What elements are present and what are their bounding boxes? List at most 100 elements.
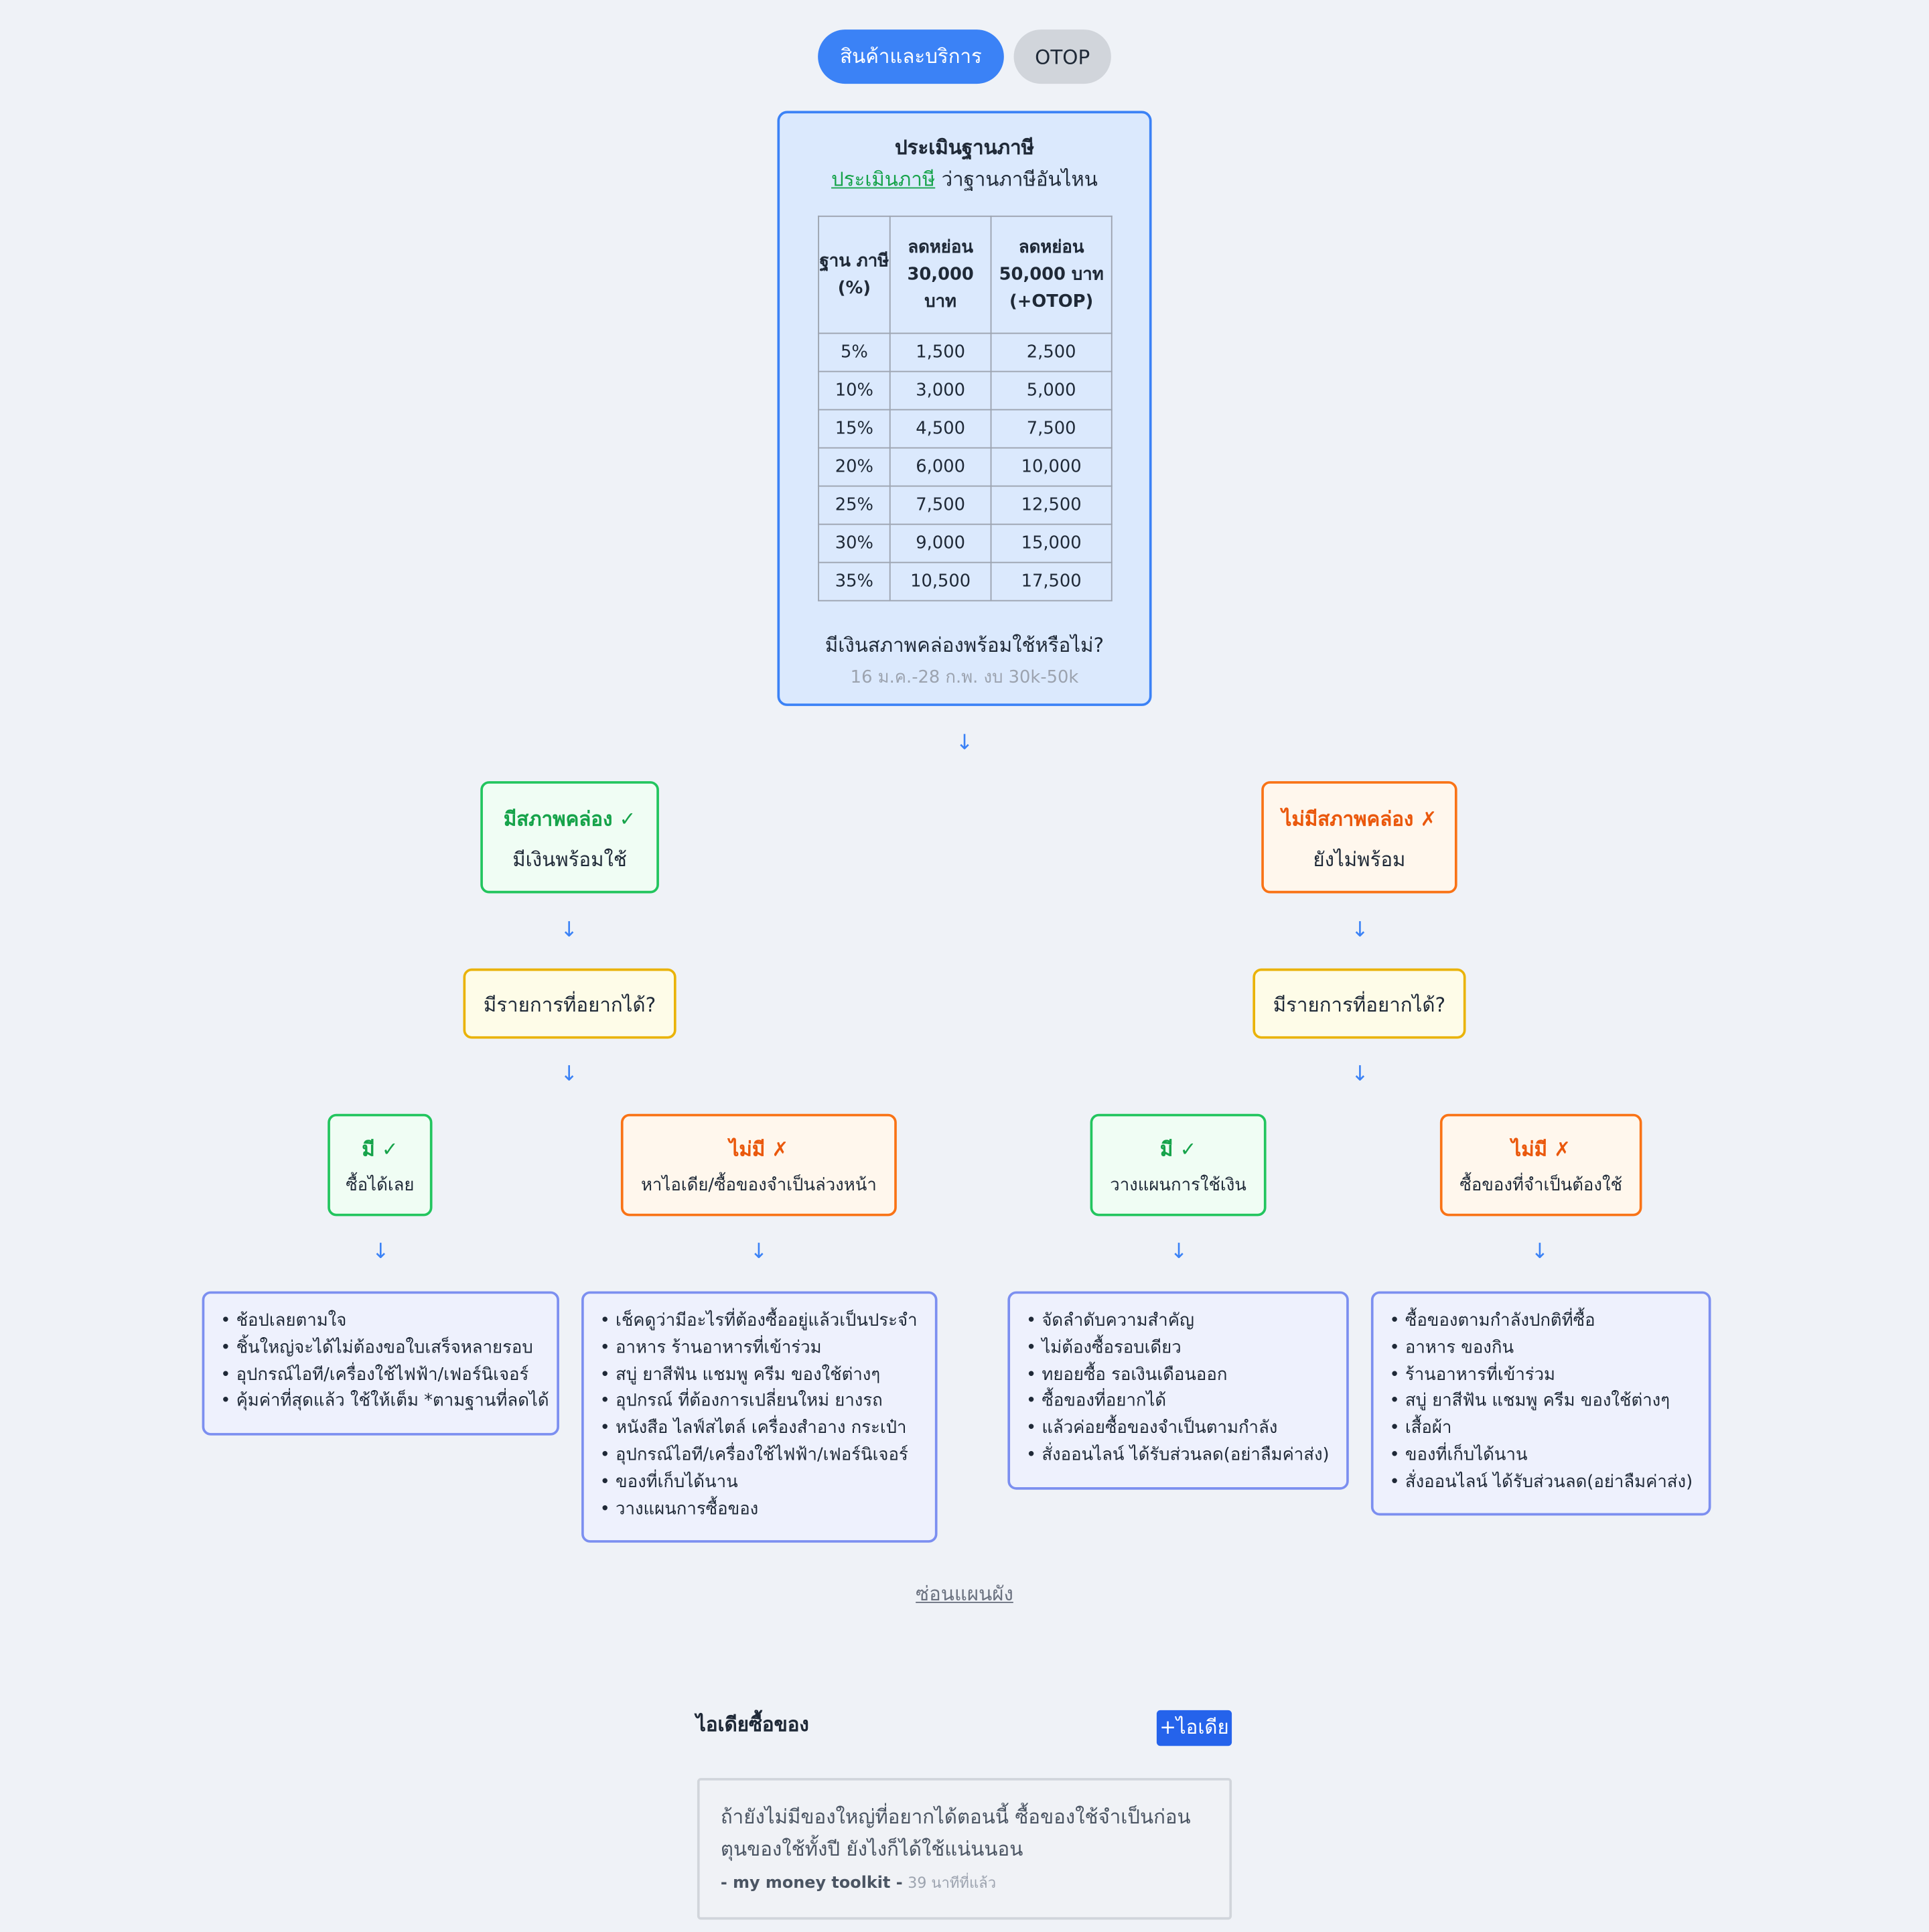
list-buy-essentials-tips: ซื้อของตามกำลังปกติที่ซื้อ อาหาร ของกิน … — [1370, 1291, 1711, 1516]
list-item: ชิ้นใหญ่จะได้ไม่ต้องขอใบเสร็จหลายรอบ — [220, 1335, 557, 1362]
node-question-text: มีรายการที่อยากได้? — [483, 993, 656, 1017]
node-subtitle: มีเงินพร้อมใช้ — [512, 847, 627, 872]
tax-assessment-box: ประเมินฐานภาษี ประเมินภาษี ว่าฐานภาษีอัน… — [777, 111, 1152, 706]
assessment-title: ประเมินฐานภาษี — [894, 135, 1035, 159]
list-item: จัดลำดับความสำคัญ — [1026, 1308, 1346, 1335]
table-row: 25% 7,500 12,500 — [818, 485, 1113, 525]
node-has-wishlist-buy-now: มี ✓ ซื้อได้เลย — [328, 1113, 433, 1217]
idea-author: - my money toolkit - — [720, 1874, 903, 1893]
node-wishlist-question-left: มีรายการที่อยากได้? — [463, 968, 676, 1039]
node-title: มี ✓ — [1159, 1137, 1197, 1161]
col-header-tax-rate: ฐาน ภาษี (%) — [818, 215, 891, 334]
list-item: อุปกรณ์ไอที/เครื่องใช้ไฟฟ้า/เฟอร์นิเจอร์ — [220, 1363, 557, 1389]
table-cell: 12,500 — [990, 485, 1113, 525]
hide-diagram-link[interactable]: ซ่อนแผนผัง — [916, 1582, 1013, 1606]
table-row: 20% 6,000 10,000 — [818, 447, 1113, 487]
table-row: 15% 4,500 7,500 — [818, 409, 1113, 449]
list-item: ซื้อของที่อยากได้ — [1026, 1389, 1346, 1416]
list-item: ร้านอาหารที่เข้าร่วม — [1389, 1363, 1708, 1389]
table-header-row: ฐาน ภาษี (%) ลดหย่อน 30,000 บาท ลดหย่อน … — [818, 215, 1113, 334]
table-row: 5% 1,500 2,500 — [818, 332, 1113, 372]
list-item: หนังสือ ไลฟ์สไตล์ เครื่องสำอาง กระเป๋า — [600, 1416, 935, 1443]
table-cell: 7,500 — [889, 485, 992, 525]
table-cell: 17,500 — [990, 561, 1113, 602]
tab-products-services[interactable]: สินค้าและบริการ — [818, 29, 1004, 84]
col-header-deduct-30000: ลดหย่อน 30,000 บาท — [889, 215, 992, 334]
node-subtitle: วางแผนการใช้เงิน — [1110, 1175, 1246, 1196]
arrow-down-icon: ↓ — [560, 918, 578, 943]
table-row: 30% 9,000 15,000 — [818, 523, 1113, 563]
list-item: สั่งออนไลน์ ได้รับส่วนลด(อย่าลืมค่าส่ง) — [1026, 1443, 1346, 1470]
add-idea-button[interactable]: +ไอเดีย — [1156, 1710, 1232, 1746]
table-cell: 15% — [818, 409, 891, 449]
node-subtitle: ยังไม่พร้อม — [1313, 847, 1406, 872]
arrow-down-icon: ↓ — [955, 730, 974, 756]
node-no-wishlist-buy-essentials: ไม่มี ✗ ซื้อของที่จำเป็นต้องใช้ — [1439, 1113, 1642, 1217]
table-row: 10% 3,000 5,000 — [818, 370, 1113, 411]
node-has-wishlist-plan-spending: มี ✓ วางแผนการใช้เงิน — [1090, 1113, 1267, 1217]
list-plan-spending-tips: จัดลำดับความสำคัญ ไม่ต้องซื้อรอบเดียว ทย… — [1007, 1291, 1349, 1490]
list-item: ไม่ต้องซื้อรอบเดียว — [1026, 1335, 1346, 1362]
list-item: ของที่เก็บได้นาน — [1389, 1443, 1708, 1470]
table-cell: 10,500 — [889, 561, 992, 602]
node-title: ไม่มี ✗ — [1511, 1137, 1571, 1161]
assess-tax-link[interactable]: ประเมินภาษี — [831, 167, 936, 192]
table-cell: 20% — [818, 447, 891, 487]
table-cell: 10% — [818, 370, 891, 411]
table-cell: 5,000 — [990, 370, 1113, 411]
table-cell: 4,500 — [889, 409, 992, 449]
node-no-wishlist-find-ideas: ไม่มี ✗ หาไอเดีย/ซื้อของจำเป็นล่วงหน้า — [620, 1113, 897, 1217]
table-cell: 9,000 — [889, 523, 992, 563]
node-not-liquid: ไม่มีสภาพคล่อง ✗ ยังไม่พร้อม — [1261, 781, 1457, 894]
assessment-subtitle-text: ว่าฐานภาษีอันไหน — [935, 167, 1098, 192]
list-item: วางแผนการซื้อของ — [600, 1497, 935, 1523]
idea-card: ถ้ายังไม่มีของใหญ่ที่อยากได้ตอนนี้ ซื้อข… — [697, 1778, 1232, 1920]
table-cell: 1,500 — [889, 332, 992, 372]
arrow-down-icon: ↓ — [1530, 1239, 1549, 1265]
node-subtitle: ซื้อของที่จำเป็นต้องใช้ — [1459, 1175, 1623, 1196]
list-item: อาหาร ร้านอาหารที่เข้าร่วม — [600, 1335, 935, 1362]
arrow-down-icon: ↓ — [1351, 1062, 1369, 1087]
table-cell: 2,500 — [990, 332, 1113, 372]
node-wishlist-question-right: มีรายการที่อยากได้? — [1253, 968, 1466, 1039]
node-liquid: มีสภาพคล่อง ✓ มีเงินพร้อมใช้ — [480, 781, 659, 894]
table-row: 35% 10,500 17,500 — [818, 561, 1113, 602]
node-title: มีสภาพคล่อง ✓ — [503, 807, 636, 831]
liquidity-question: มีเงินสภาพคล่องพร้อมใช้หรือไม่? — [825, 633, 1104, 657]
ideas-section-title: ไอเดียซื้อของ — [696, 1712, 809, 1736]
arrow-down-icon: ↓ — [1351, 918, 1369, 943]
node-title: ไม่มีสภาพคล่อง ✗ — [1281, 807, 1437, 831]
table-cell: 3,000 — [889, 370, 992, 411]
list-item: ของที่เก็บได้นาน — [600, 1470, 935, 1497]
list-item: ทยอยซื้อ รอเงินเดือนออก — [1026, 1363, 1346, 1389]
tax-deduction-table: ฐาน ภาษี (%) ลดหย่อน 30,000 บาท ลดหย่อน … — [818, 215, 1113, 602]
table-cell: 25% — [818, 485, 891, 525]
table-cell: 30% — [818, 523, 891, 563]
node-subtitle: ซื้อได้เลย — [346, 1175, 415, 1196]
arrow-down-icon: ↓ — [749, 1239, 768, 1265]
idea-text: ถ้ายังไม่มีของใหญ่ที่อยากได้ตอนนี้ ซื้อข… — [720, 1805, 1191, 1861]
idea-meta: - my money toolkit - 39 นาทีที่แล้ว — [721, 1872, 996, 1895]
node-title: มี ✓ — [362, 1137, 399, 1161]
list-item: ซื้อของตามกำลังปกติที่ซื้อ — [1389, 1308, 1708, 1335]
table-cell: 7,500 — [990, 409, 1113, 449]
list-item: อาหาร ของกิน — [1389, 1335, 1708, 1362]
assessment-subtitle: ประเมินภาษี ว่าฐานภาษีอันไหน — [780, 165, 1149, 196]
tab-otop[interactable]: OTOP — [1013, 29, 1111, 84]
list-find-ideas-tips: เช็คดูว่ามีอะไรที่ต้องซื้ออยู่แล้วเป็นปร… — [581, 1291, 938, 1543]
node-title: ไม่มี ✗ — [729, 1137, 789, 1161]
list-item: ช้อปเลยตามใจ — [220, 1308, 557, 1335]
list-item: อุปกรณ์ ที่ต้องการเปลี่ยนใหม่ ยางรถ — [600, 1389, 935, 1416]
list-item: คุ้มค่าที่สุดแล้ว ใช้ให้เต็ม *ตามฐานที่ล… — [220, 1389, 557, 1416]
idea-timestamp: 39 นาทีที่แล้ว — [908, 1874, 997, 1892]
table-cell: 5% — [818, 332, 891, 372]
list-item: สบู่ ยาสีฟัน แชมพู ครีม ของใช้ต่างๆ — [600, 1363, 935, 1389]
list-buy-now-tips: ช้อปเลยตามใจ ชิ้นใหญ่จะได้ไม่ต้องขอใบเสร… — [202, 1291, 559, 1436]
col-header-deduct-50000: ลดหย่อน 50,000 บาท (+OTOP) — [990, 215, 1113, 334]
list-item: เช็คดูว่ามีอะไรที่ต้องซื้ออยู่แล้วเป็นปร… — [600, 1308, 935, 1335]
list-item: แล้วค่อยซื้อของจำเป็นตามกำลัง — [1026, 1416, 1346, 1443]
node-subtitle: หาไอเดีย/ซื้อของจำเป็นล่วงหน้า — [640, 1175, 877, 1196]
table-cell: 35% — [818, 561, 891, 602]
arrow-down-icon: ↓ — [1169, 1239, 1188, 1265]
period-budget-note: 16 ม.ค.-28 ก.พ. งบ 30k-50k — [850, 667, 1079, 688]
